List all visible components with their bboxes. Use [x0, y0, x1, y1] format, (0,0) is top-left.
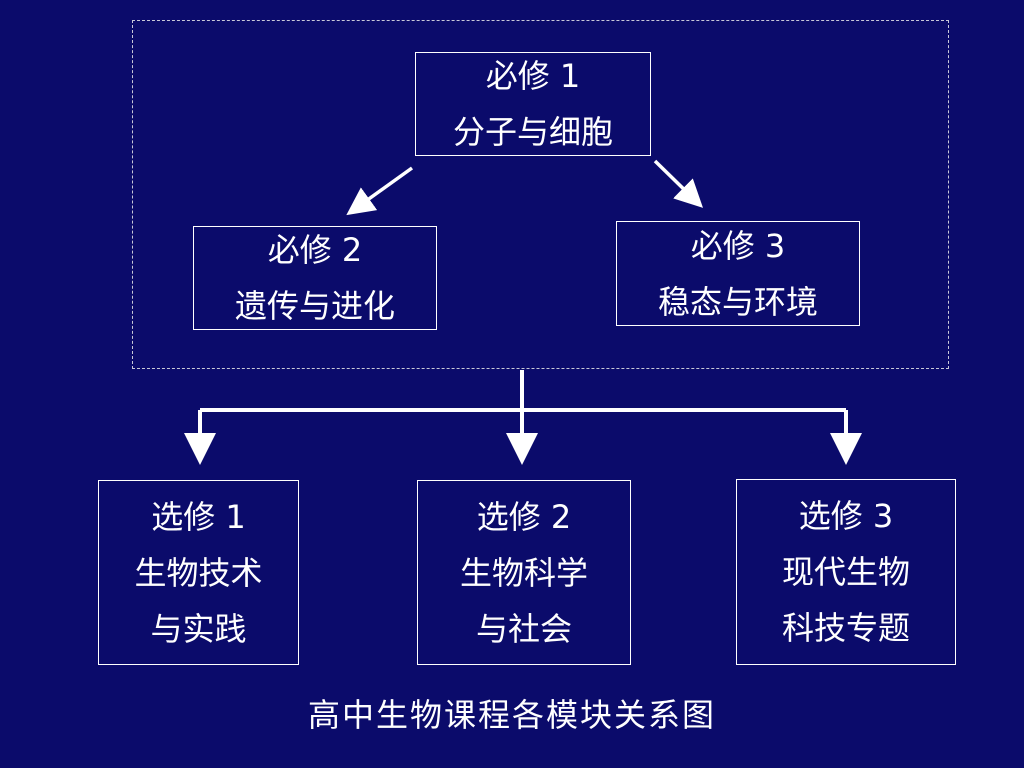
module-title: 遗传与进化	[234, 287, 395, 325]
module-elective-2: 选修 2 生物科学 与社会	[417, 480, 631, 665]
module-required-3: 必修 3 稳态与环境	[616, 221, 860, 326]
module-title-line2: 与实践	[150, 609, 247, 648]
required-modules-group	[132, 20, 949, 369]
module-title-line1: 现代生物	[781, 553, 910, 591]
module-code: 选修 1	[151, 497, 246, 536]
module-title-line2: 科技专题	[781, 609, 910, 647]
module-title-line1: 生物技术	[134, 553, 263, 592]
module-code: 必修 3	[690, 226, 786, 265]
module-code: 选修 3	[798, 497, 894, 535]
module-code: 必修 1	[485, 57, 581, 95]
diagram-caption: 高中生物课程各模块关系图	[307, 696, 716, 734]
module-title-line2: 与社会	[475, 609, 572, 648]
module-code: 必修 2	[267, 231, 363, 269]
module-required-1: 必修 1 分子与细胞	[415, 52, 651, 156]
module-code: 选修 2	[476, 497, 572, 536]
arrow-m1-to-m2	[346, 166, 414, 216]
module-elective-1: 选修 1 生物技术 与实践	[98, 480, 299, 665]
module-title: 分子与细胞	[452, 113, 613, 151]
module-title-line1: 生物科学	[459, 553, 588, 592]
module-required-2: 必修 2 遗传与进化	[193, 226, 437, 330]
module-elective-3: 选修 3 现代生物 科技专题	[736, 479, 956, 665]
arrow-m1-to-m3	[653, 159, 704, 208]
module-title: 稳态与环境	[657, 282, 818, 321]
